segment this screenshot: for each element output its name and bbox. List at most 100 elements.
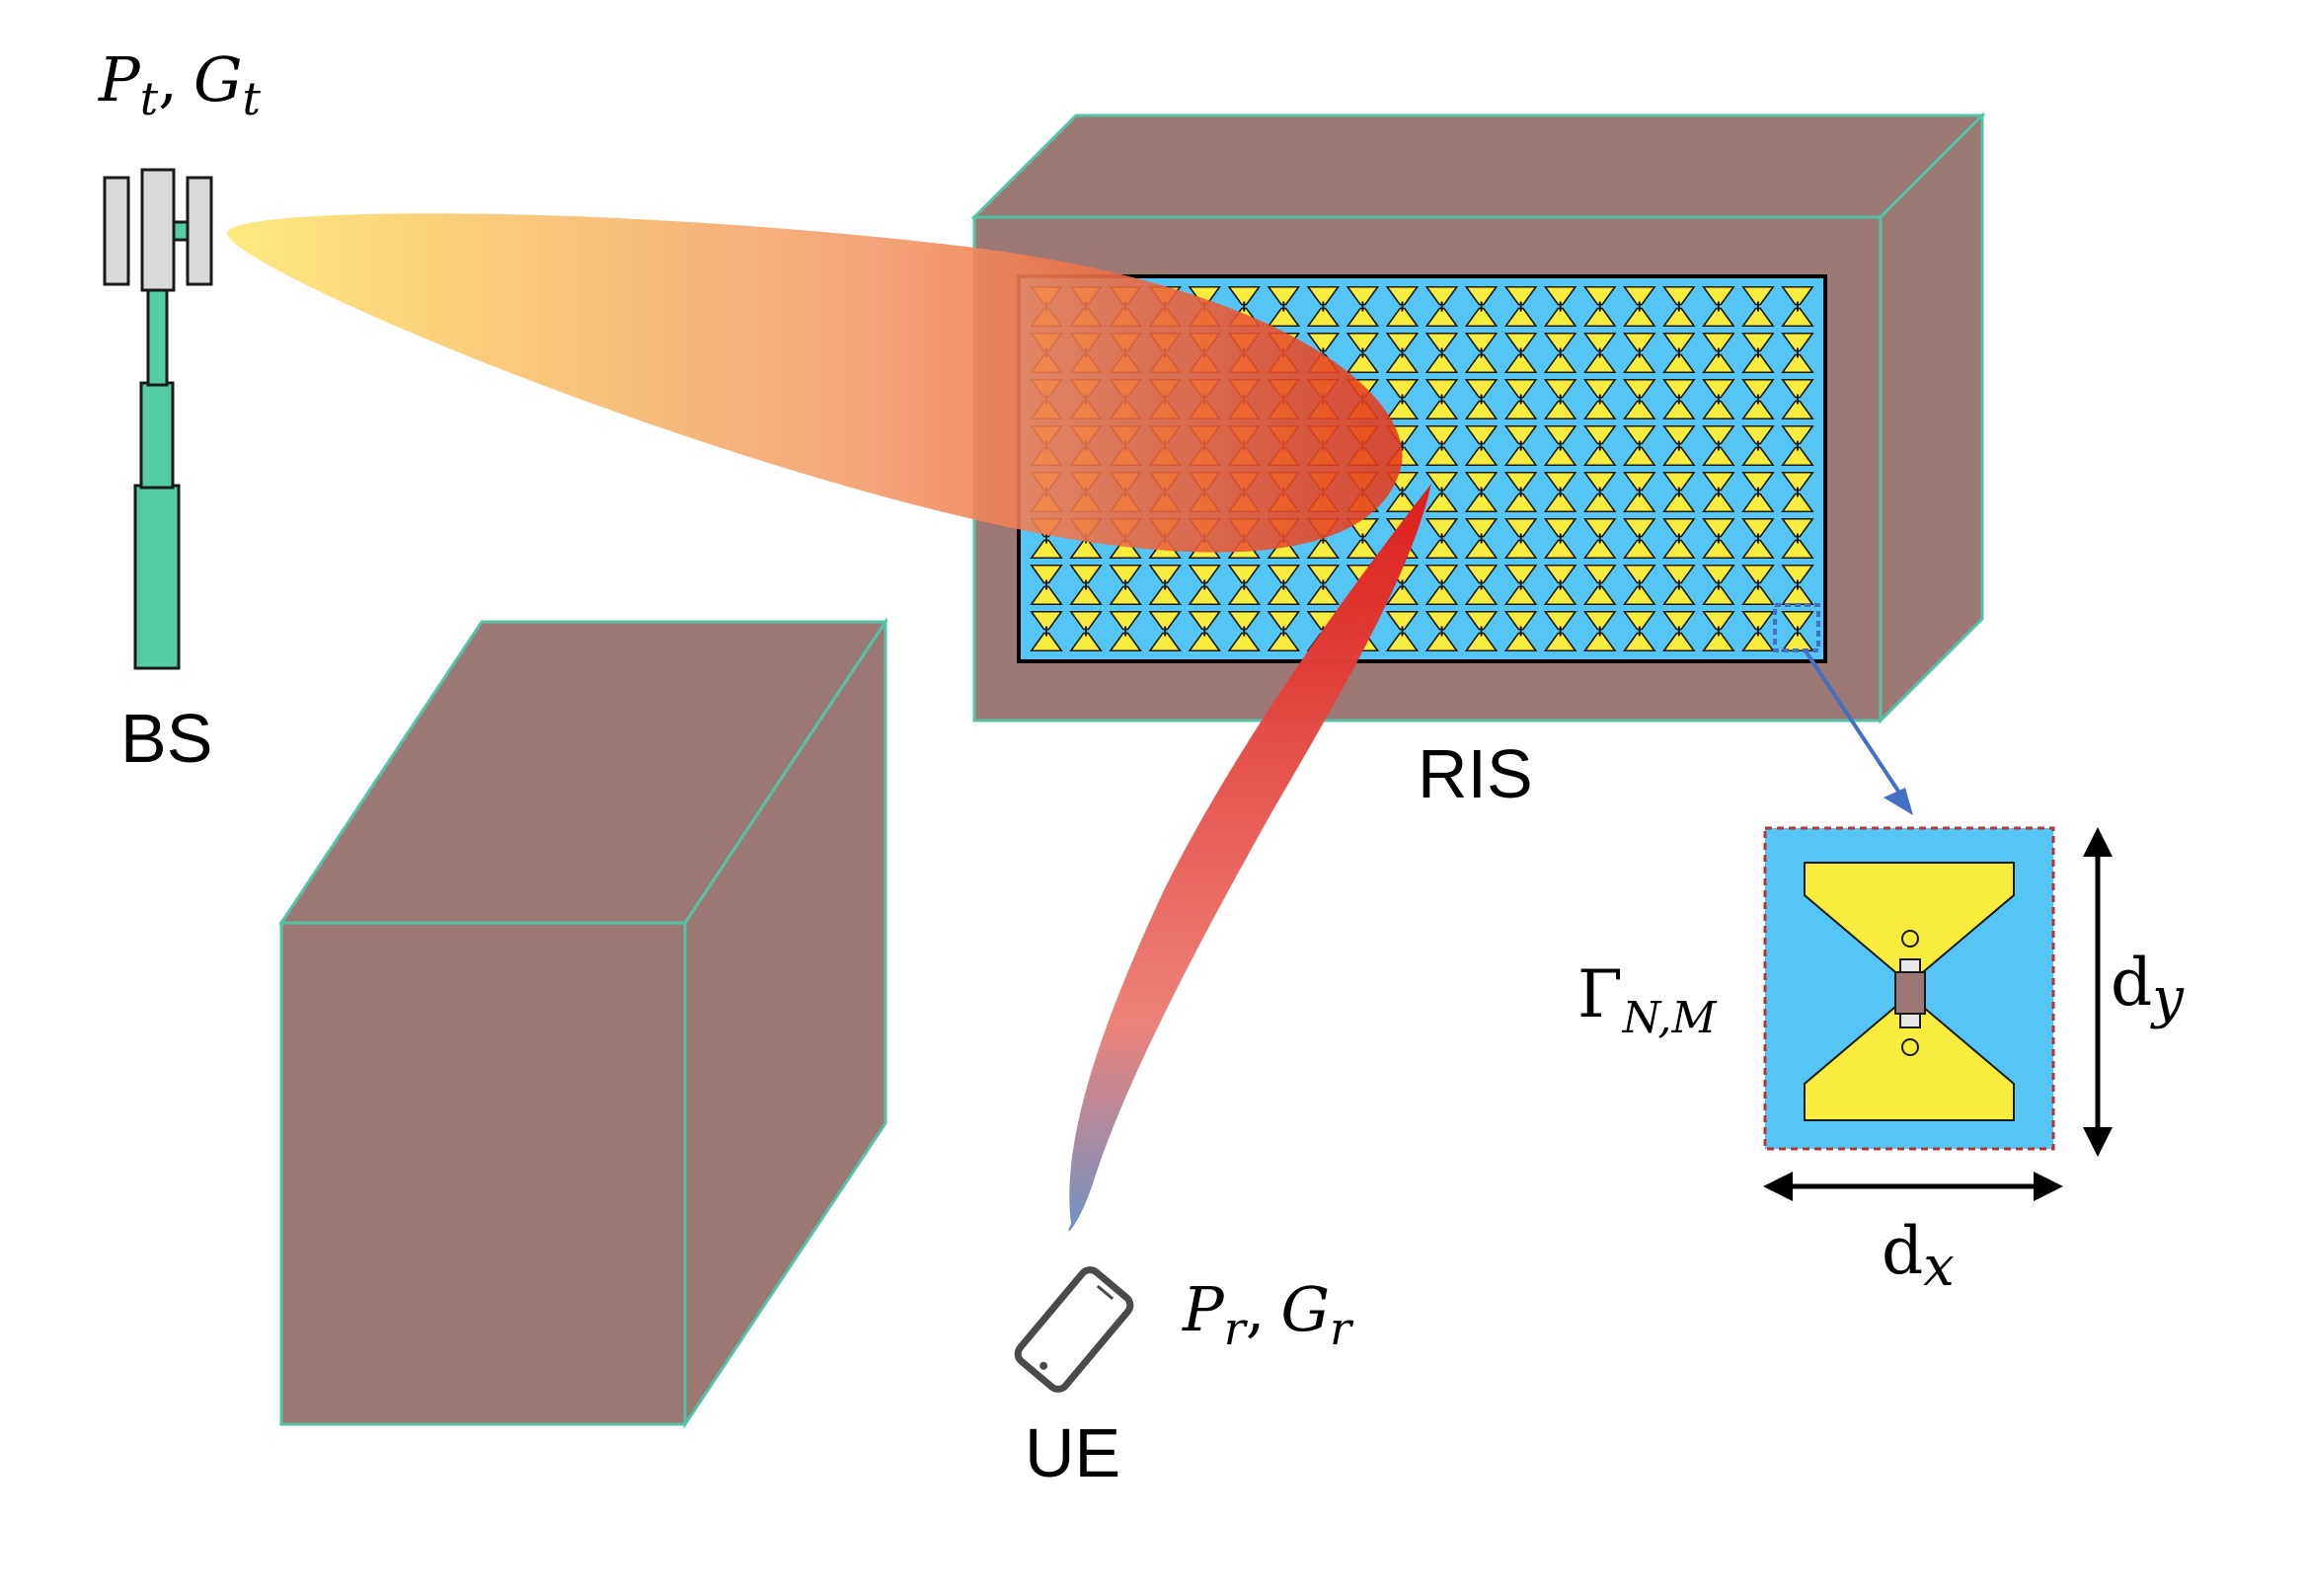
ris-element [1188, 610, 1222, 652]
ris-element [1622, 424, 1656, 467]
ris-element [1503, 471, 1538, 513]
ris-element [1543, 471, 1577, 513]
unit-cell-switch [1894, 971, 1926, 1015]
ris-element [1306, 564, 1341, 606]
ris-element [1503, 285, 1538, 328]
ris-element [1069, 610, 1103, 652]
ris-element [1346, 285, 1380, 328]
reflected-beam [1068, 484, 1431, 1232]
ris-element [1069, 564, 1103, 606]
ris-element [1622, 285, 1656, 328]
ris-element [1385, 564, 1420, 606]
ris-element [1424, 471, 1459, 513]
ris-element [1662, 378, 1696, 420]
zoom-arrow [1803, 647, 1907, 803]
ris-building-top [970, 114, 1986, 219]
ris-element [1464, 332, 1499, 374]
dx-label: dx [1882, 1213, 1955, 1299]
ris-label: RIS [1418, 735, 1533, 812]
ris-element [1267, 285, 1301, 328]
cell-tower-icon [103, 168, 213, 670]
ris-element [1662, 424, 1696, 467]
ris-element [1227, 610, 1262, 652]
ris-element [1582, 378, 1617, 420]
obstacle-building [278, 617, 888, 1429]
ris-element [1188, 564, 1222, 606]
ris-element [1148, 610, 1182, 652]
ris-element [1464, 378, 1499, 420]
ris-element [1781, 332, 1814, 374]
ris-element [1503, 610, 1538, 652]
ris-element [1622, 564, 1656, 606]
ris-element [1622, 332, 1656, 374]
ris-element [1464, 564, 1499, 606]
ris-element [1741, 610, 1775, 652]
ris-element [1543, 378, 1577, 420]
ris-element [1385, 285, 1420, 328]
ris-element [1662, 285, 1696, 328]
unit-cell-detail [1763, 826, 2055, 1151]
ris-element [1582, 471, 1617, 513]
ris-element [1543, 610, 1577, 652]
ris-element [1503, 378, 1538, 420]
ris-element [1464, 610, 1499, 652]
ris-element [1781, 378, 1814, 420]
ris-element [1464, 517, 1499, 560]
ris-element [1543, 564, 1577, 606]
ris-element [1741, 471, 1775, 513]
ris-element [1582, 564, 1617, 606]
ris-element [1543, 424, 1577, 467]
ris-element [1702, 610, 1735, 652]
ris-element [1741, 424, 1775, 467]
dy-label: dy [2111, 945, 2185, 1030]
ris-element [1702, 517, 1735, 560]
bs-label: BS [120, 700, 212, 777]
ris-element [1424, 378, 1459, 420]
ris-element [1267, 610, 1301, 652]
ris-element [1702, 332, 1735, 374]
ris-element [1267, 564, 1301, 606]
ris-element [1464, 424, 1499, 467]
zoom-source-box [1773, 603, 1820, 652]
ris-element [1622, 378, 1656, 420]
ris-element [1464, 285, 1499, 328]
dy-arrow [2083, 827, 2113, 1157]
ris-element [1781, 285, 1814, 328]
ris-element [1781, 424, 1814, 467]
ris-element [1543, 285, 1577, 328]
ris-element [1781, 517, 1814, 560]
ris-element [1503, 424, 1538, 467]
ris-element [1424, 564, 1459, 606]
ris-element [1622, 471, 1656, 513]
ris-element [1582, 285, 1617, 328]
ris-element [1662, 517, 1696, 560]
ris-element [1424, 332, 1459, 374]
ris-element [1582, 424, 1617, 467]
ris-element [1424, 424, 1459, 467]
ris-element [1582, 332, 1617, 374]
ris-element [1781, 471, 1814, 513]
ris-element [1741, 517, 1775, 560]
ris-element [1503, 332, 1538, 374]
ris-element [1424, 285, 1459, 328]
ris-element [1702, 424, 1735, 467]
ris-element [1662, 471, 1696, 513]
ris-element [1702, 378, 1735, 420]
ris-element [1662, 564, 1696, 606]
reflection-coefficient-label: ΓN,M [1577, 956, 1717, 1043]
ris-element [1109, 610, 1142, 652]
ris-element [1424, 610, 1459, 652]
ris-element [1662, 332, 1696, 374]
ris-element [1741, 564, 1775, 606]
ris-element [1702, 285, 1735, 328]
ris-element [1385, 610, 1420, 652]
incident-beam [227, 213, 1403, 553]
ris-element [1503, 564, 1538, 606]
ris-element [1306, 285, 1341, 328]
ris-element [1109, 564, 1142, 606]
ris-element [1702, 471, 1735, 513]
ris-element [1503, 517, 1538, 560]
tx-params-label: Pt,Gt [98, 43, 261, 125]
ris-element [1741, 332, 1775, 374]
